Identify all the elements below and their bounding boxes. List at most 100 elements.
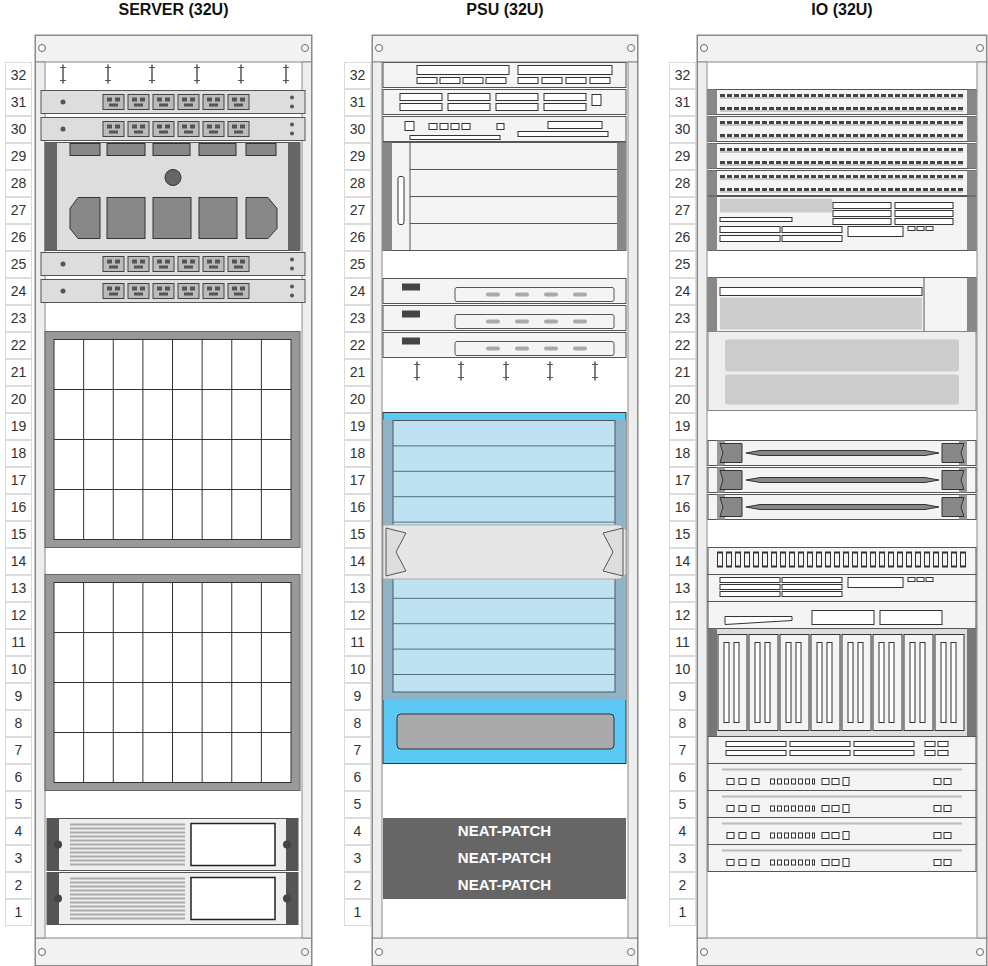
slot — [782, 585, 842, 590]
ups-unit — [47, 873, 298, 925]
unit-number: 18 — [344, 440, 371, 467]
outlet-pin — [190, 125, 195, 129]
port — [843, 832, 849, 840]
latch — [544, 320, 558, 324]
slot — [496, 104, 538, 111]
divider — [410, 223, 617, 224]
drive-tray — [708, 495, 976, 520]
outlet-pin — [132, 125, 137, 129]
outlet-pin — [190, 287, 195, 291]
port-group — [771, 861, 814, 865]
screw-hole — [290, 132, 294, 136]
divider — [410, 196, 617, 197]
port-row — [720, 107, 963, 110]
cable-tie — [283, 80, 289, 81]
outlet-pin — [115, 98, 120, 102]
outlet-pin — [159, 104, 168, 107]
unit-number: 4 — [344, 818, 371, 845]
outlet-pin — [234, 266, 243, 269]
drive-bay — [70, 198, 100, 239]
vent-slot — [70, 844, 185, 846]
cable-tie — [283, 67, 289, 68]
rack-bottom-cap — [372, 938, 638, 966]
blade-vent — [827, 643, 832, 723]
unit-number: 1 — [669, 899, 696, 926]
port — [843, 859, 849, 867]
power-outlet — [128, 95, 149, 110]
drive-tray — [708, 468, 976, 493]
vent-slot — [70, 836, 185, 838]
unit-number: 24 — [5, 278, 32, 305]
server-4u — [45, 143, 300, 251]
outlet-pin — [232, 98, 237, 102]
pdu-strip — [41, 91, 305, 114]
slot — [400, 104, 442, 111]
unit-number: 8 — [344, 710, 371, 737]
outlet-pin — [184, 293, 193, 296]
vent-slot — [70, 894, 185, 896]
port-group — [770, 806, 815, 812]
power-outlet — [178, 122, 199, 137]
outlet-pin — [109, 131, 118, 134]
port — [934, 779, 941, 785]
outlet-pin — [109, 104, 118, 107]
panel-ear — [967, 197, 976, 251]
latch — [515, 293, 529, 297]
unit-number: 9 — [669, 683, 696, 710]
port — [739, 806, 746, 812]
port-rule — [720, 192, 963, 193]
panel — [848, 227, 903, 237]
rack-top-cap — [35, 35, 312, 62]
outlet-pin — [184, 131, 193, 134]
cable-tie — [60, 67, 66, 68]
panel — [880, 611, 942, 625]
outlet-pin — [140, 260, 145, 264]
outlet-pin — [207, 98, 212, 102]
outlet-pin — [159, 293, 168, 296]
network-switch — [708, 764, 976, 791]
latch — [515, 347, 529, 351]
blade — [811, 635, 840, 731]
cable-tie — [105, 80, 111, 81]
unit-number: 28 — [344, 170, 371, 197]
ups-unit — [47, 819, 298, 871]
outlet-pin — [215, 260, 220, 264]
server-tab — [153, 144, 190, 156]
blade-slot — [393, 445, 615, 446]
unit-number: 32 — [669, 62, 696, 89]
outlet-pin — [234, 293, 243, 296]
indicator — [925, 751, 935, 756]
slot — [497, 124, 504, 130]
divider — [924, 278, 925, 332]
cable-tie — [503, 364, 509, 365]
grid-panel-face — [54, 583, 291, 783]
blade-slot — [393, 674, 615, 675]
unit-number: 19 — [344, 413, 371, 440]
outlet-pin — [134, 266, 143, 269]
port — [822, 833, 829, 839]
screw-hole — [290, 294, 294, 298]
unit-number: 7 — [669, 737, 696, 764]
unit-number: 4 — [5, 818, 32, 845]
screw-hole — [61, 262, 66, 267]
unit-number: 12 — [344, 602, 371, 629]
port-group — [771, 834, 814, 838]
port-row — [720, 134, 963, 137]
psu-1u — [383, 90, 626, 115]
unit-number: 25 — [669, 251, 696, 278]
outlet-pin — [190, 260, 195, 264]
unit-number: 15 — [669, 521, 696, 548]
vent-slot — [70, 824, 185, 826]
rack-title: SERVER (32U) — [16, 1, 331, 19]
blade-vent — [796, 643, 801, 723]
outlet-pin — [159, 266, 168, 269]
port-row — [720, 161, 963, 164]
indicator — [402, 284, 420, 291]
outlet-pin — [107, 287, 112, 291]
blade-vent — [920, 643, 925, 723]
grid-line — [54, 489, 291, 490]
screw-hole — [302, 949, 309, 956]
indicator — [908, 578, 915, 582]
rack-rail — [372, 62, 382, 938]
outlet-pin — [134, 293, 143, 296]
